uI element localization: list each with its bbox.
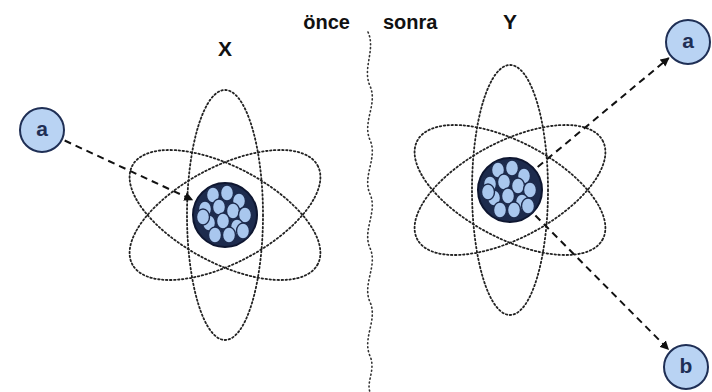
particle-path xyxy=(538,58,669,167)
divider-line xyxy=(367,32,372,392)
particle-circle: a xyxy=(665,19,711,65)
particle-label: a xyxy=(682,30,694,54)
atom-label: Y xyxy=(476,11,544,32)
atom-nucleus: X xyxy=(191,181,259,249)
phase-label: önce xyxy=(303,12,350,32)
particle-circle: b xyxy=(663,344,709,390)
atom-label: X xyxy=(191,38,259,59)
nucleus-illustration xyxy=(191,181,259,249)
particle-label: b xyxy=(680,355,693,379)
particle-path xyxy=(535,216,668,350)
particle-path xyxy=(65,141,193,200)
particle-label: a xyxy=(36,118,48,142)
particle-circle: a xyxy=(19,107,65,153)
atom-nucleus: Y xyxy=(476,156,544,224)
nucleus-illustration xyxy=(476,156,544,224)
phase-label: sonra xyxy=(383,12,437,32)
